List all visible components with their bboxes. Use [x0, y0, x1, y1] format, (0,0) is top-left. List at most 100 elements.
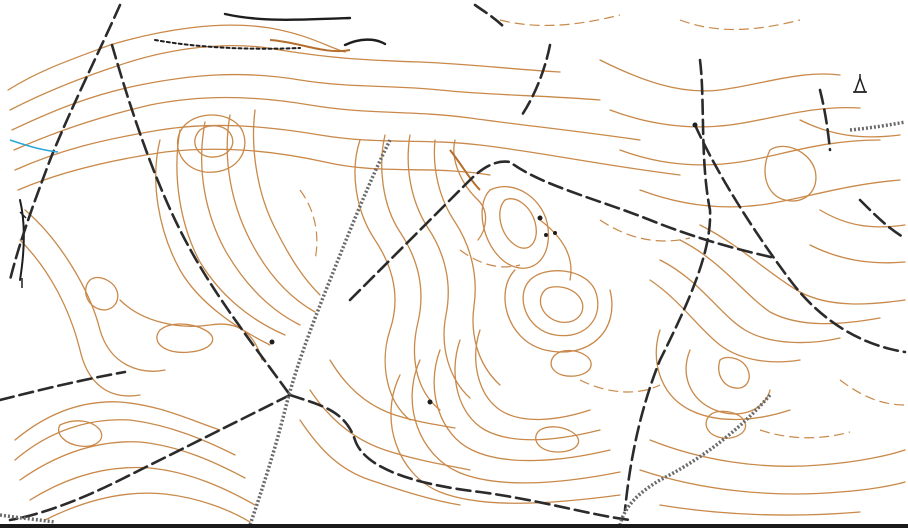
form-line: [759, 429, 851, 439]
cliff: [154, 39, 301, 50]
contour-line: [411, 359, 621, 484]
contour-line: [522, 270, 599, 337]
index-contours: [269, 39, 481, 191]
contour-line: [539, 286, 584, 323]
path: [618, 393, 772, 526]
map-frame-bottom: [0, 524, 908, 528]
track: [858, 198, 907, 240]
contour-line: [609, 106, 861, 128]
contour-line: [176, 129, 286, 336]
contour-line: [329, 359, 456, 429]
contour-line: [539, 219, 572, 281]
form-line: [579, 379, 661, 393]
tower-icon: [853, 74, 867, 93]
contour-line: [718, 356, 750, 389]
contour-line: [201, 121, 301, 326]
knoll: [544, 233, 548, 237]
contour-line: [390, 374, 621, 504]
watercourse: [9, 139, 59, 153]
contour-line: [299, 419, 461, 506]
contour-line: [819, 209, 906, 228]
contour-line: [535, 426, 580, 453]
cliff: [223, 12, 352, 21]
contour-line: [176, 114, 246, 173]
track: [0, 370, 127, 402]
contour-line: [17, 148, 491, 191]
contour-line: [454, 339, 601, 441]
contour-line: [764, 145, 817, 202]
contour-line: [58, 420, 103, 447]
track: [8, 3, 122, 282]
small-tick-marks: [19, 211, 27, 288]
contour-line: [433, 349, 611, 462]
point-features: [269, 122, 698, 405]
contour-line: [19, 441, 246, 481]
form-line: [599, 219, 691, 242]
contour-line: [85, 276, 119, 311]
contour-line: [381, 134, 441, 411]
track: [623, 58, 712, 512]
contour-line: [9, 44, 561, 111]
contour-line: [119, 299, 263, 361]
contour-line: [809, 244, 906, 264]
contour-line: [799, 119, 901, 138]
form-line: [499, 14, 621, 27]
contour-line: [699, 224, 906, 305]
form-line: [839, 379, 906, 406]
knoll: [269, 339, 275, 345]
track: [473, 3, 507, 30]
contour-line: [11, 73, 601, 131]
contour-line: [649, 279, 801, 363]
contour-line: [475, 329, 591, 421]
contour-line: [309, 389, 471, 471]
form-line: [679, 19, 801, 31]
contour-line: [44, 492, 251, 523]
knoll: [553, 231, 557, 235]
contour-line: [19, 239, 141, 397]
track: [818, 88, 832, 152]
knoll: [537, 215, 543, 221]
contour-lines: [7, 24, 906, 523]
cliff: [19, 199, 25, 281]
path: [0, 513, 56, 524]
contour-line: [499, 198, 537, 249]
form-line: [299, 189, 318, 261]
contour-line: [639, 469, 906, 495]
contour-line: [194, 125, 234, 158]
contour-line: [504, 269, 613, 353]
track: [288, 393, 632, 522]
contour-line: [13, 96, 641, 151]
track: [348, 160, 777, 302]
track: [693, 123, 907, 354]
paths: [0, 120, 906, 526]
track: [520, 43, 552, 117]
tracks: [0, 3, 907, 522]
contour-line: [649, 439, 906, 467]
contour-line: [659, 259, 841, 344]
contour-line: [7, 24, 346, 91]
contour-line: [24, 209, 166, 372]
contour-line: [252, 109, 321, 296]
index-contour: [449, 149, 481, 191]
knoll: [692, 122, 698, 128]
contour-line: [29, 466, 256, 506]
contour-line: [407, 134, 471, 399]
contour-line: [156, 323, 214, 354]
track: [8, 393, 292, 522]
contour-line: [354, 139, 411, 421]
contour-line: [659, 504, 861, 516]
form-lines: [299, 14, 906, 439]
knoll: [427, 399, 433, 405]
contour-line: [705, 410, 747, 439]
contour-line: [14, 419, 236, 461]
contour-line: [679, 239, 881, 325]
cliff: [343, 38, 387, 47]
contour-line: [481, 186, 550, 269]
index-contour: [269, 39, 351, 53]
contour-line: [14, 401, 221, 441]
contour-line: [655, 329, 791, 421]
cliffs: [19, 12, 387, 281]
contour-line: [433, 139, 501, 386]
